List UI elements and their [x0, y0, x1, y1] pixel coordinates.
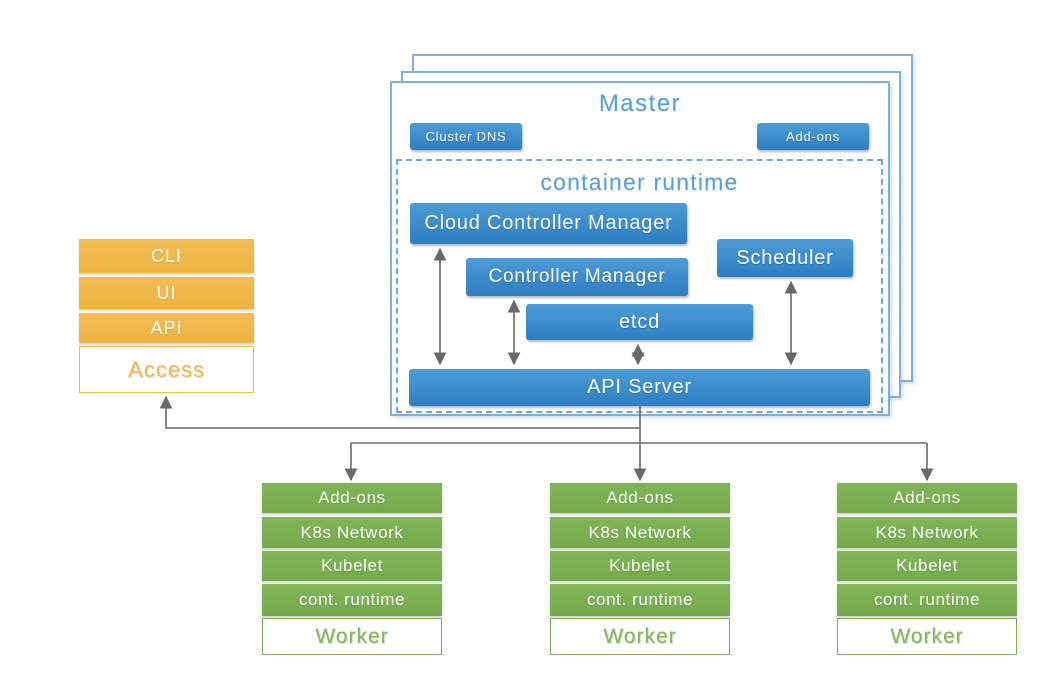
- ui-box: UI: [79, 277, 254, 309]
- worker1-label-box: Worker: [262, 618, 442, 655]
- access-label-box: Access: [79, 346, 254, 393]
- addons-box: Add-ons: [757, 123, 869, 150]
- worker3-cont-runtime-box: cont. runtime: [837, 584, 1017, 616]
- scheduler-box: Scheduler: [717, 239, 853, 277]
- etcd-box: etcd: [526, 304, 753, 340]
- worker-node-1: Add-ons K8s Network Kubelet cont. runtim…: [262, 483, 442, 655]
- cluster-dns-box: Cluster DNS: [410, 123, 522, 150]
- worker2-label-box: Worker: [550, 618, 730, 655]
- master-node-box: Master Cluster DNS Add-ons container run…: [390, 81, 890, 416]
- container-runtime-box: container runtime Cloud Controller Manag…: [396, 159, 883, 413]
- controller-manager-box: Controller Manager: [466, 258, 688, 296]
- worker2-kubelet-box: Kubelet: [550, 551, 730, 581]
- worker2-addons-box: Add-ons: [550, 483, 730, 513]
- worker3-kubelet-box: Kubelet: [837, 551, 1017, 581]
- cli-box: CLI: [79, 239, 254, 273]
- worker1-cont-runtime-box: cont. runtime: [262, 584, 442, 616]
- worker-node-2: Add-ons K8s Network Kubelet cont. runtim…: [550, 483, 730, 655]
- cloud-controller-manager-box: Cloud Controller Manager: [410, 203, 687, 244]
- master-title: Master: [598, 90, 682, 117]
- api-box: API: [79, 313, 254, 343]
- container-runtime-title: container runtime: [540, 169, 739, 195]
- access-stack: CLI UI API Access: [79, 239, 254, 393]
- worker2-k8s-network-box: K8s Network: [550, 517, 730, 548]
- worker3-k8s-network-box: K8s Network: [837, 517, 1017, 548]
- worker3-label-box: Worker: [837, 618, 1017, 655]
- worker1-addons-box: Add-ons: [262, 483, 442, 513]
- worker3-addons-box: Add-ons: [837, 483, 1017, 513]
- worker1-k8s-network-box: K8s Network: [262, 517, 442, 548]
- worker1-kubelet-box: Kubelet: [262, 551, 442, 581]
- api-server-box: API Server: [409, 369, 870, 406]
- worker-node-3: Add-ons K8s Network Kubelet cont. runtim…: [837, 483, 1017, 655]
- worker2-cont-runtime-box: cont. runtime: [550, 584, 730, 616]
